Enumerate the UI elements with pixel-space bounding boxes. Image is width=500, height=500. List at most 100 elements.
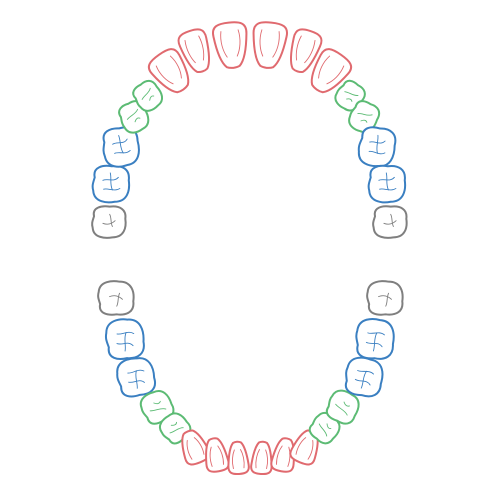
lower-left-incisor-tooth: [250, 440, 273, 476]
lower-arch: [97, 280, 404, 476]
upper-incisor-groove: [236, 29, 241, 57]
upper-right-molar-tooth: [102, 126, 140, 168]
upper-molar-groove: [103, 187, 121, 191]
lower-canine-outline: [289, 429, 319, 466]
lower-left-molar-tooth: [344, 356, 384, 398]
lower-premolar-groove: [169, 427, 184, 434]
lower-molar-groove: [135, 370, 138, 389]
lower-wisdom-groove: [116, 292, 121, 307]
upper-incisor-groove: [259, 29, 264, 57]
lower-molar-groove: [124, 332, 127, 352]
lower-molar-groove: [372, 332, 378, 352]
upper-premolar-groove: [149, 95, 155, 101]
upper-left-molar-tooth: [367, 164, 407, 204]
lower-left-incisor-tooth: [270, 437, 295, 473]
lower-left-premolar-tooth: [325, 389, 360, 425]
lower-premolar-groove: [153, 400, 161, 405]
lower-premolar-groove: [170, 421, 178, 426]
lower-right-wisdom-tooth: [97, 280, 135, 316]
lower-incisor-groove: [240, 449, 245, 469]
upper-incisor-groove: [304, 39, 316, 64]
lower-incisor-groove: [209, 446, 213, 467]
lower-incisor-outline: [227, 440, 250, 476]
upper-premolar-groove: [346, 98, 353, 102]
lower-molar-groove: [367, 332, 385, 336]
lower-wisdom-outline: [366, 280, 404, 316]
lower-right-incisor-tooth: [227, 440, 250, 476]
upper-incisor-outline: [290, 28, 323, 73]
lower-molar-groove: [116, 331, 135, 335]
lower-incisor-outline: [205, 437, 230, 473]
lower-incisor-groove: [231, 449, 235, 470]
upper-molar-groove: [109, 172, 113, 191]
lower-left-canine-tooth: [289, 429, 319, 466]
upper-right-wisdom-tooth: [91, 205, 127, 239]
upper-incisor-outline: [177, 28, 210, 73]
lower-right-molar-tooth: [104, 318, 145, 360]
upper-canine-groove: [169, 55, 182, 79]
upper-left-incisor-tooth: [290, 28, 323, 73]
lower-incisor-outline: [250, 440, 273, 476]
lower-molar-groove: [357, 370, 374, 375]
upper-wisdom-groove: [109, 213, 113, 227]
lower-canine-outline: [181, 429, 211, 466]
lower-left-wisdom-tooth: [366, 280, 404, 316]
upper-molar-groove: [368, 150, 386, 155]
upper-canine-outline: [147, 48, 190, 94]
upper-premolar-groove: [357, 113, 373, 116]
lower-incisor-groove: [217, 445, 224, 465]
upper-incisor-groove: [184, 39, 196, 64]
upper-right-incisor-tooth: [211, 21, 248, 69]
upper-premolar-groove: [126, 108, 139, 120]
upper-wisdom-outline: [372, 205, 408, 239]
lower-right-molar-tooth: [116, 357, 156, 398]
upper-molar-groove: [379, 187, 397, 191]
upper-right-molar-tooth: [91, 164, 131, 204]
lower-premolar-groove: [326, 423, 332, 430]
upper-incisor-outline: [211, 21, 248, 69]
lower-right-incisor-tooth: [205, 437, 230, 473]
upper-molar-groove: [114, 149, 131, 154]
upper-canine-outline: [310, 48, 353, 94]
upper-incisor-outline: [252, 21, 289, 69]
lower-wisdom-groove: [109, 295, 123, 300]
upper-molar-groove: [376, 134, 379, 154]
upper-molar-groove: [118, 135, 124, 154]
lower-wisdom-outline: [97, 280, 135, 316]
upper-left-incisor-tooth: [252, 21, 289, 69]
lower-canine-groove: [186, 440, 193, 460]
upper-incisor-groove: [295, 35, 302, 61]
upper-wisdom-groove: [102, 220, 116, 225]
lower-premolar-outline: [308, 411, 341, 445]
lower-left-premolar-tooth: [308, 411, 341, 445]
upper-premolar-groove: [141, 87, 151, 100]
upper-canine-groove: [155, 65, 174, 85]
upper-wisdom-groove: [383, 220, 397, 225]
upper-canine-groove: [326, 65, 345, 85]
lower-incisor-groove: [255, 449, 260, 469]
lower-molar-groove: [360, 370, 367, 389]
lower-canine-groove: [307, 440, 314, 460]
upper-premolar-groove: [344, 91, 359, 96]
upper-left-wisdom-tooth: [372, 205, 408, 239]
upper-premolar-groove: [134, 117, 141, 123]
lower-left-molar-tooth: [355, 318, 395, 360]
lower-right-canine-tooth: [181, 429, 211, 466]
lower-premolar-groove: [149, 408, 167, 412]
upper-right-canine-tooth: [147, 48, 190, 94]
lower-wisdom-groove: [385, 292, 390, 307]
upper-left-canine-tooth: [310, 48, 353, 94]
lower-premolar-groove: [343, 401, 350, 407]
lower-premolar-outline: [325, 389, 360, 425]
upper-canine-groove: [318, 55, 331, 79]
lower-incisor-groove: [265, 449, 269, 470]
upper-incisor-groove: [198, 35, 205, 61]
lower-wisdom-groove: [378, 295, 392, 300]
upper-premolar-outline: [132, 79, 164, 112]
upper-wisdom-groove: [390, 213, 394, 227]
upper-wisdom-outline: [91, 205, 127, 239]
upper-incisor-groove: [220, 31, 228, 58]
upper-molar-groove: [385, 172, 389, 191]
lower-incisor-groove: [276, 445, 283, 465]
